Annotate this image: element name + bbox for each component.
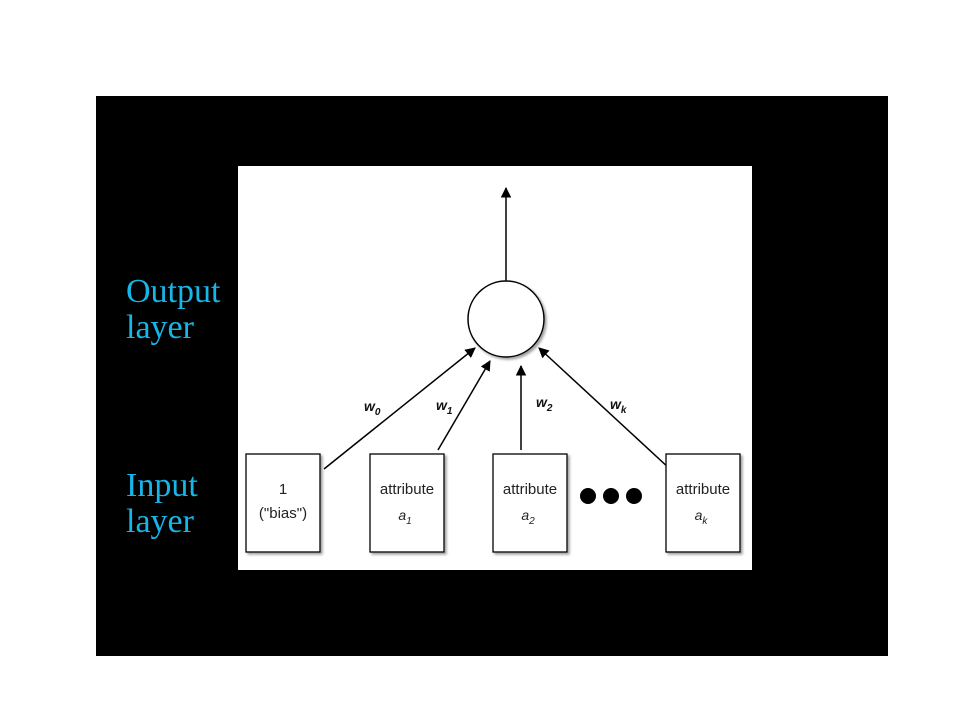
- input-node-bias: 1 ("bias"): [245, 453, 321, 553]
- edge-ak: [538, 347, 671, 470]
- perceptron-diagram: w0 w1 w2 wk 1 ("bias") attribute a1 attr…: [245, 186, 741, 553]
- output-layer-label: Output layer: [126, 273, 221, 346]
- svg-text:attribute: attribute: [503, 481, 557, 498]
- svg-text:attribute: attribute: [380, 481, 434, 498]
- edge-bias: [323, 347, 476, 470]
- weight-w0-label: w0: [364, 398, 381, 418]
- input-node-a2: attribute a2: [492, 453, 568, 553]
- weight-w1-label: w1: [436, 397, 453, 417]
- weight-w2-label: w2: [536, 394, 553, 414]
- svg-text:ak: ak: [695, 507, 709, 527]
- input-node-ak: attribute ak: [665, 453, 741, 553]
- input-layer-label: Input layer: [126, 467, 198, 540]
- weight-wk-label: wk: [610, 396, 627, 416]
- svg-text:a1: a1: [398, 507, 411, 527]
- edge-a1: [437, 360, 491, 451]
- ellipsis-dots: [580, 488, 642, 504]
- svg-text:attribute: attribute: [676, 481, 730, 498]
- svg-text:("bias"): ("bias"): [259, 505, 307, 522]
- slide-background: Output layer Input layer w0 w1: [96, 96, 888, 656]
- svg-text:a2: a2: [521, 507, 535, 527]
- input-node-a1: attribute a1: [369, 453, 445, 553]
- diagram-panel: w0 w1 w2 wk 1 ("bias") attribute a1 attr…: [238, 166, 752, 570]
- svg-text:1: 1: [279, 481, 287, 498]
- output-node: [467, 280, 545, 358]
